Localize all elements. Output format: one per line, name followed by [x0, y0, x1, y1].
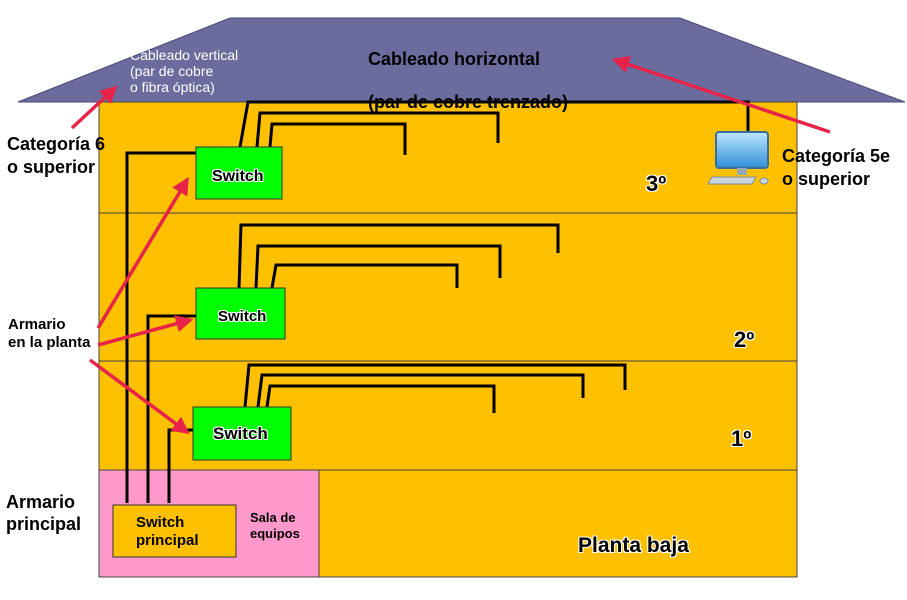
desktop-computer-icon [707, 131, 769, 185]
cat5e-label: Categoría 5e o superior [782, 146, 891, 189]
horizontal-cabling-line2: (par de cobre trenzado) [368, 91, 569, 112]
floor-1-label: 1º [731, 426, 752, 451]
horizontal-cabling-floor-1 [243, 363, 627, 413]
switch-floor-2 [195, 287, 286, 340]
ground-floor-label: Planta baja [578, 534, 689, 557]
horizontal-cabling-title: Cableado horizontal (par de cobre trenza… [368, 27, 568, 113]
switch-floor-2-label: Switch [218, 308, 267, 325]
switch-floor-3-label: Switch [212, 168, 264, 185]
horizontal-cabling-floor-3 [238, 100, 750, 155]
floor-2-label: 2º [734, 327, 755, 352]
annotation-arrows [70, 56, 831, 435]
roof [17, 17, 906, 103]
horizontal-cabling-line1: Cableado horizontal [368, 48, 541, 69]
floor-3-label: 3º [646, 171, 667, 196]
main-switch-label: Switch principal [136, 514, 199, 549]
horizontal-cabling-floor-2 [237, 223, 560, 289]
switch-floor-1-label: Switch [213, 424, 268, 443]
cat6-label: Categoría 6 o superior [7, 134, 106, 177]
switch-floor-3 [195, 146, 283, 200]
floor-closet-label: Armario en la planta [8, 316, 91, 351]
vertical-cabling-label: Cableado vertical (par de cobre o fibra … [130, 47, 239, 96]
equipment-room-label: Sala de equipos [250, 510, 300, 542]
main-closet-label: Armario principal [6, 492, 82, 534]
switch-floor-1 [192, 406, 292, 461]
main-switch [112, 504, 237, 558]
